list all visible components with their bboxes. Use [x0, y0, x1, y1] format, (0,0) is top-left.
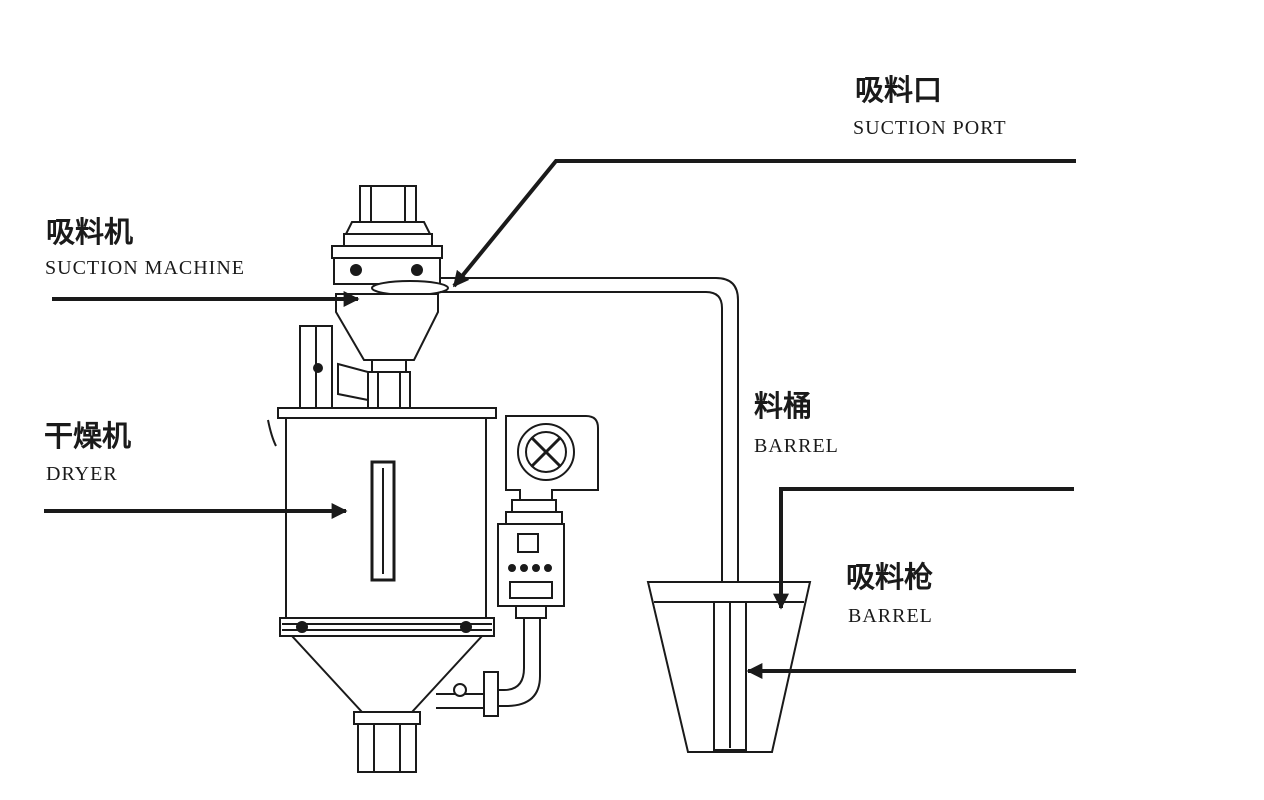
- blower-unit: [436, 415, 599, 717]
- barrel-hopper: [646, 581, 812, 753]
- suction-machine: [299, 185, 449, 409]
- suction-port-arrow: [452, 159, 1076, 288]
- suction-port-label-zh: 吸料口: [855, 73, 943, 107]
- barrel-label-zh: 料桶: [754, 389, 813, 423]
- suction-gun-label-zh: 吸料枪: [846, 560, 934, 594]
- dryer-label-en: DRYER: [46, 463, 118, 485]
- suction-port-label-en: SUCTION PORT: [853, 117, 1007, 139]
- dryer-label-zh: 干燥机: [44, 419, 132, 453]
- barrel-label-en: BARREL: [754, 435, 839, 457]
- suction-machine-label-en: SUCTION MACHINE: [45, 257, 245, 279]
- suction-pipe: [440, 277, 739, 750]
- suction-gun-label-en: BARREL: [848, 605, 933, 627]
- suction-machine-label-zh: 吸料机: [46, 215, 134, 249]
- dryer-hopper: [267, 407, 497, 773]
- barrel-arrow: [773, 487, 1074, 610]
